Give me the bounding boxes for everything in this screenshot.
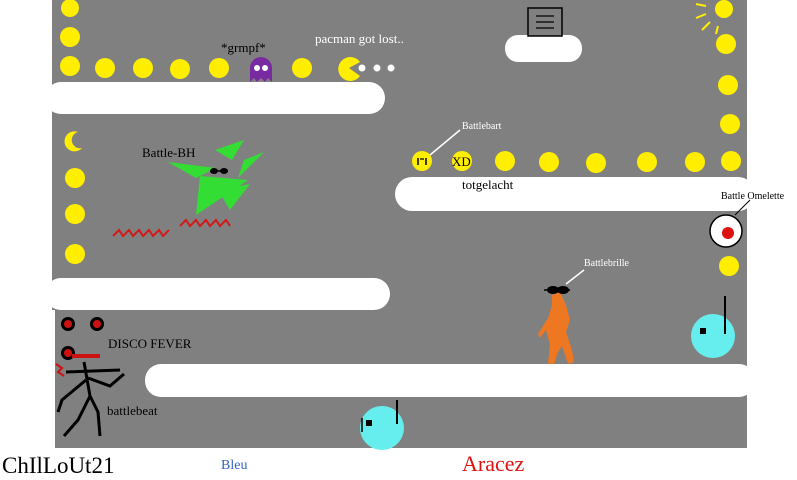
wall-middle-left	[45, 278, 390, 310]
battlebeat-label: battlebeat	[107, 403, 158, 418]
grmpf-label: *grmpf*	[221, 40, 266, 55]
pacman-trail	[358, 64, 395, 72]
pacman-icon	[338, 57, 360, 82]
sun-icon	[695, 0, 733, 35]
crescent-icon	[64, 131, 82, 152]
signature-aracez: Aracez	[462, 451, 525, 476]
battlebrille-label: Battlebrille	[584, 258, 629, 269]
cyan-ball-bottom	[360, 400, 404, 450]
battlebrille-figure	[538, 269, 585, 364]
battlebeat-figure	[55, 354, 125, 437]
xd-pellet	[452, 151, 472, 171]
wall-top-box	[505, 35, 582, 62]
cyan-ball-right	[691, 296, 735, 358]
disco-lights	[61, 317, 104, 360]
ghost-icon	[250, 57, 272, 82]
battle-bh-label: Battle-BH	[142, 145, 196, 160]
disco-fever-label: DISCO FEVER	[108, 336, 192, 351]
wall-top-left	[45, 82, 385, 114]
wall-middle-right	[395, 177, 755, 211]
xd-label: XD	[452, 154, 471, 169]
signature-bleu: Bleu	[221, 458, 248, 473]
battle-bh-icon	[168, 140, 264, 215]
door-icon	[527, 7, 563, 37]
signature-chillout: ChIlLoUt21	[2, 453, 115, 478]
battlebart-icon	[412, 129, 461, 171]
red-squiggle	[112, 218, 231, 238]
battlebart-label: Battlebart	[462, 121, 502, 132]
pellets	[60, 0, 741, 276]
battle-omelette-icon	[709, 199, 751, 248]
totgelacht-label: totgelacht	[462, 177, 514, 192]
wall-bottom	[145, 364, 755, 397]
pacman-lost-label: pacman got lost..	[315, 31, 404, 46]
battle-omelette-label: Battle Omelette	[721, 191, 785, 202]
